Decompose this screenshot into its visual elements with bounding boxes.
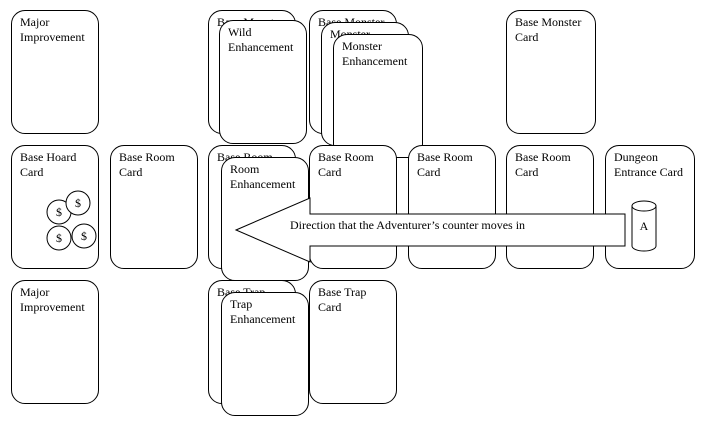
coin-symbol: $ <box>75 196 81 210</box>
card-label: Base Room Card <box>417 150 473 179</box>
major-improvement-card-top: Major Improvement <box>11 10 99 134</box>
base-monster-card: Base Monster Card <box>506 10 596 134</box>
major-improvement-card-bottom: Major Improvement <box>11 280 99 404</box>
card-label: Base Room Card <box>119 150 175 179</box>
card-label: Base Trap Card <box>318 285 367 314</box>
card-label: Monster Enhancement <box>342 39 408 68</box>
card-label: Major Improvement <box>20 15 85 44</box>
trap-enhancement-card: Trap Enhancement <box>221 292 309 416</box>
card-label: Base Monster Card <box>515 15 582 44</box>
card-label: Base Hoard Card <box>20 150 77 179</box>
monster-enhancement-card: Monster Enhancement <box>333 34 423 158</box>
base-room-card-4: Base Room Card <box>408 145 496 269</box>
coin-symbol: $ <box>56 231 62 245</box>
card-label: Room Enhancement <box>230 162 296 191</box>
adventurer-counter-icon: A <box>631 200 657 252</box>
card-label: Base Room Card <box>515 150 571 179</box>
coin-symbol: $ <box>81 229 87 243</box>
coin-icon: $ <box>46 225 72 251</box>
base-room-card-3: Base Room Card <box>309 145 397 269</box>
direction-arrow <box>234 197 626 263</box>
card-label: Base Room Card <box>318 150 374 179</box>
coin-icon: $ <box>65 190 91 216</box>
base-trap-card: Base Trap Card <box>309 280 397 404</box>
card-label: Dungeon Entrance Card <box>614 150 683 179</box>
card-label: Trap Enhancement <box>230 297 296 326</box>
base-room-card-1: Base Room Card <box>110 145 198 269</box>
card-label: Major Improvement <box>20 285 85 314</box>
coin-icon: $ <box>71 223 97 249</box>
base-room-card-5: Base Room Card <box>506 145 594 269</box>
wild-enhancement-card: Wild Enhancement <box>219 20 307 144</box>
adventurer-counter-label: A <box>640 219 649 233</box>
direction-arrow-label: Direction that the Adventurer’s counter … <box>290 218 525 232</box>
card-label: Wild Enhancement <box>228 25 294 54</box>
coin-symbol: $ <box>56 205 62 219</box>
